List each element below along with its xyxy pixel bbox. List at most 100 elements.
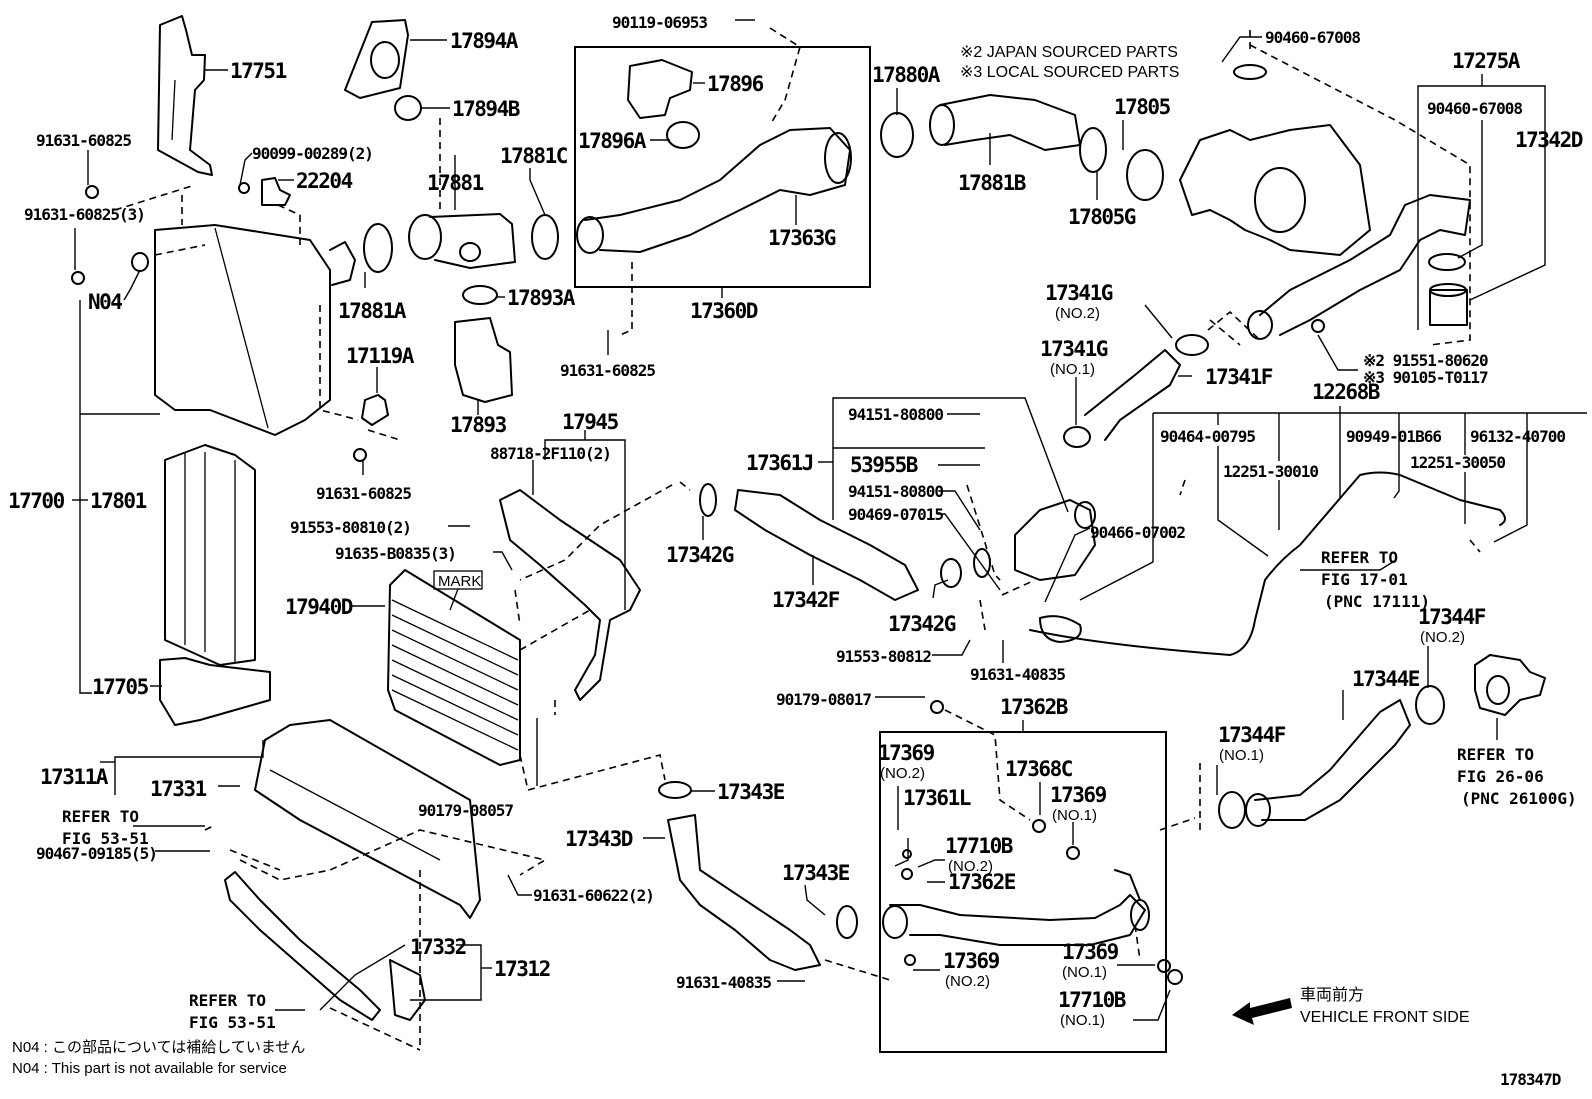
- refer-fig-26-06-line1: REFER TO: [1457, 745, 1534, 764]
- label-17332: 17332: [410, 935, 466, 959]
- part-17343D-shape: [667, 814, 821, 971]
- label-90105-T0117: ※3 90105-T0117: [1363, 368, 1488, 387]
- label-17312: 17312: [494, 957, 550, 981]
- refer-fig-26-06-line2: FIG 26-06: [1457, 767, 1544, 786]
- part-17362B-pipe: [882, 869, 1150, 946]
- part-17880A-shape: [880, 112, 914, 158]
- label-17369-no2-bottom: 17369: [943, 949, 1000, 973]
- label-94151-80800-a: 94151-80800: [848, 405, 943, 424]
- label-17894B: 17894B: [452, 97, 520, 121]
- label-12251-30050: 12251-30050: [1410, 453, 1505, 472]
- part-17881C-shape: [531, 214, 559, 260]
- label-17341G-no1-qualifier: (NO.1): [1050, 361, 1095, 378]
- label-17342G-left: 17342G: [666, 543, 734, 567]
- refer-26-06-part-shape: [1474, 654, 1546, 716]
- label-17369-no1-top-qualifier: (NO.1): [1052, 807, 1097, 824]
- label-91631-40835-bottom: 91631-40835: [676, 973, 771, 992]
- note-n04-english: N04 : This part is not available for ser…: [12, 1060, 287, 1077]
- label-17311A: 17311A: [40, 765, 109, 789]
- part-17893-shape: [454, 317, 513, 403]
- part-17332-shape: [224, 871, 381, 1021]
- label-17369-no2-top: 17369: [878, 741, 935, 765]
- note-japan-sourced: ※2 JAPAN SOURCED PARTS: [960, 44, 1178, 61]
- part-17344F-no1-shape: [1218, 791, 1246, 829]
- label-17341G-no1: 17341G: [1040, 337, 1108, 361]
- label-17801: 17801: [90, 489, 147, 513]
- part-air-cleaner-case: [131, 224, 356, 436]
- part-17344F-no2-shape: [1415, 685, 1445, 725]
- label-12251-30010: 12251-30010: [1223, 462, 1318, 481]
- turbocharger-shape: [1179, 64, 1371, 256]
- label-91551-80620: ※2 91551-80620: [1363, 351, 1488, 370]
- label-17894A: 17894A: [450, 29, 519, 53]
- label-17893A: 17893A: [507, 286, 576, 310]
- note-vehicle-front-jp: 車両前方: [1300, 986, 1364, 1004]
- label-17344F-no2-qualifier: (NO.2): [1420, 629, 1465, 646]
- label-17805G: 17805G: [1068, 205, 1136, 229]
- label-90179-08057: 90179-08057: [418, 801, 513, 820]
- refer-fig-26-06-line3: (PNC 26100G): [1461, 789, 1577, 808]
- label-17881B: 17881B: [958, 171, 1026, 195]
- label-90469-07015: 90469-07015: [848, 505, 943, 524]
- label-17893: 17893: [450, 413, 507, 437]
- label-90460-67008-box: 90460-67008: [1427, 99, 1522, 118]
- label-96132-40700: 96132-40700: [1470, 427, 1565, 446]
- label-17363G: 17363G: [768, 226, 836, 250]
- label-17710B-no2-qualifier: (NO.2): [948, 858, 993, 875]
- note-n04-japanese: N04 : この部品については補給していません: [12, 1039, 305, 1056]
- label-17275A: 17275A: [1452, 49, 1521, 73]
- label-17751: 17751: [230, 59, 287, 83]
- label-90464-00795: 90464-00795: [1160, 427, 1255, 446]
- part-17881B-shape: [929, 94, 1081, 151]
- label-17342G-right: 17342G: [888, 612, 956, 636]
- label-91631-60825-mid: 91631-60825: [560, 361, 655, 380]
- part-17945-shape: [499, 489, 641, 701]
- label-17341G-no2-qualifier: (NO.2): [1055, 305, 1100, 322]
- label-53955B: 53955B: [850, 453, 918, 477]
- label-94151-80800-b: 94151-80800: [848, 482, 943, 501]
- part-17751-shape: [157, 15, 213, 176]
- label-mark: MARK: [438, 573, 481, 590]
- part-17343E-a-shape: [658, 781, 692, 799]
- part-22204-shape: [261, 177, 291, 206]
- part-17119A-shape: [361, 394, 389, 426]
- figure-id: 178347D: [1500, 1070, 1561, 1089]
- label-17700: 17700: [8, 489, 65, 513]
- label-17710B-no1-qualifier: (NO.1): [1060, 1012, 1105, 1029]
- part-17312-shape: [389, 959, 426, 1021]
- label-17341G-no2: 17341G: [1045, 281, 1113, 305]
- part-17311A-shape: [254, 719, 481, 919]
- label-17710B-no2: 17710B: [945, 834, 1013, 858]
- label-N04: N04: [88, 290, 122, 314]
- label-91631-60825-low: 91631-60825: [316, 484, 411, 503]
- refer-fig-53-51-a-line1: REFER TO: [62, 807, 139, 826]
- label-17362E: 17362E: [948, 870, 1016, 894]
- part-17805G-shape: [1079, 127, 1107, 173]
- part-17940D-intercooler: [387, 569, 521, 766]
- part-17341F-shape: [1084, 349, 1181, 441]
- label-17369-no1-bottom: 17369: [1062, 940, 1119, 964]
- note-vehicle-front-en: VEHICLE FRONT SIDE: [1300, 1009, 1470, 1026]
- part-17341G-no1-shape: [1063, 426, 1091, 448]
- part-17805-shape: [1126, 149, 1164, 201]
- label-17341F: 17341F: [1205, 365, 1273, 389]
- refer-fig-53-51-b-line2: FIG 53-51: [189, 1013, 276, 1032]
- part-17894A-shape: [344, 19, 409, 99]
- label-17343D: 17343D: [565, 827, 633, 851]
- label-90949-01B66: 90949-01B66: [1346, 427, 1441, 446]
- part-17342F-shape: [734, 489, 919, 601]
- note-local-sourced: ※3 LOCAL SOURCED PARTS: [960, 64, 1179, 81]
- label-22204: 22204: [296, 169, 353, 193]
- label-17344E: 17344E: [1352, 667, 1420, 691]
- part-17894B-shape: [394, 95, 422, 121]
- part-12268B-hose: [1029, 471, 1506, 656]
- refer-fig-17-01-line2: FIG 17-01: [1321, 570, 1408, 589]
- label-17705: 17705: [92, 675, 149, 699]
- label-17344F-no1: 17344F: [1218, 723, 1286, 747]
- label-17343E-mid: 17343E: [782, 861, 850, 885]
- part-throttle-body-shape: [1014, 499, 1096, 581]
- refer-fig-53-51-b-line1: REFER TO: [189, 991, 266, 1010]
- label-17369-no1-top: 17369: [1050, 783, 1107, 807]
- label-17896A: 17896A: [578, 129, 647, 153]
